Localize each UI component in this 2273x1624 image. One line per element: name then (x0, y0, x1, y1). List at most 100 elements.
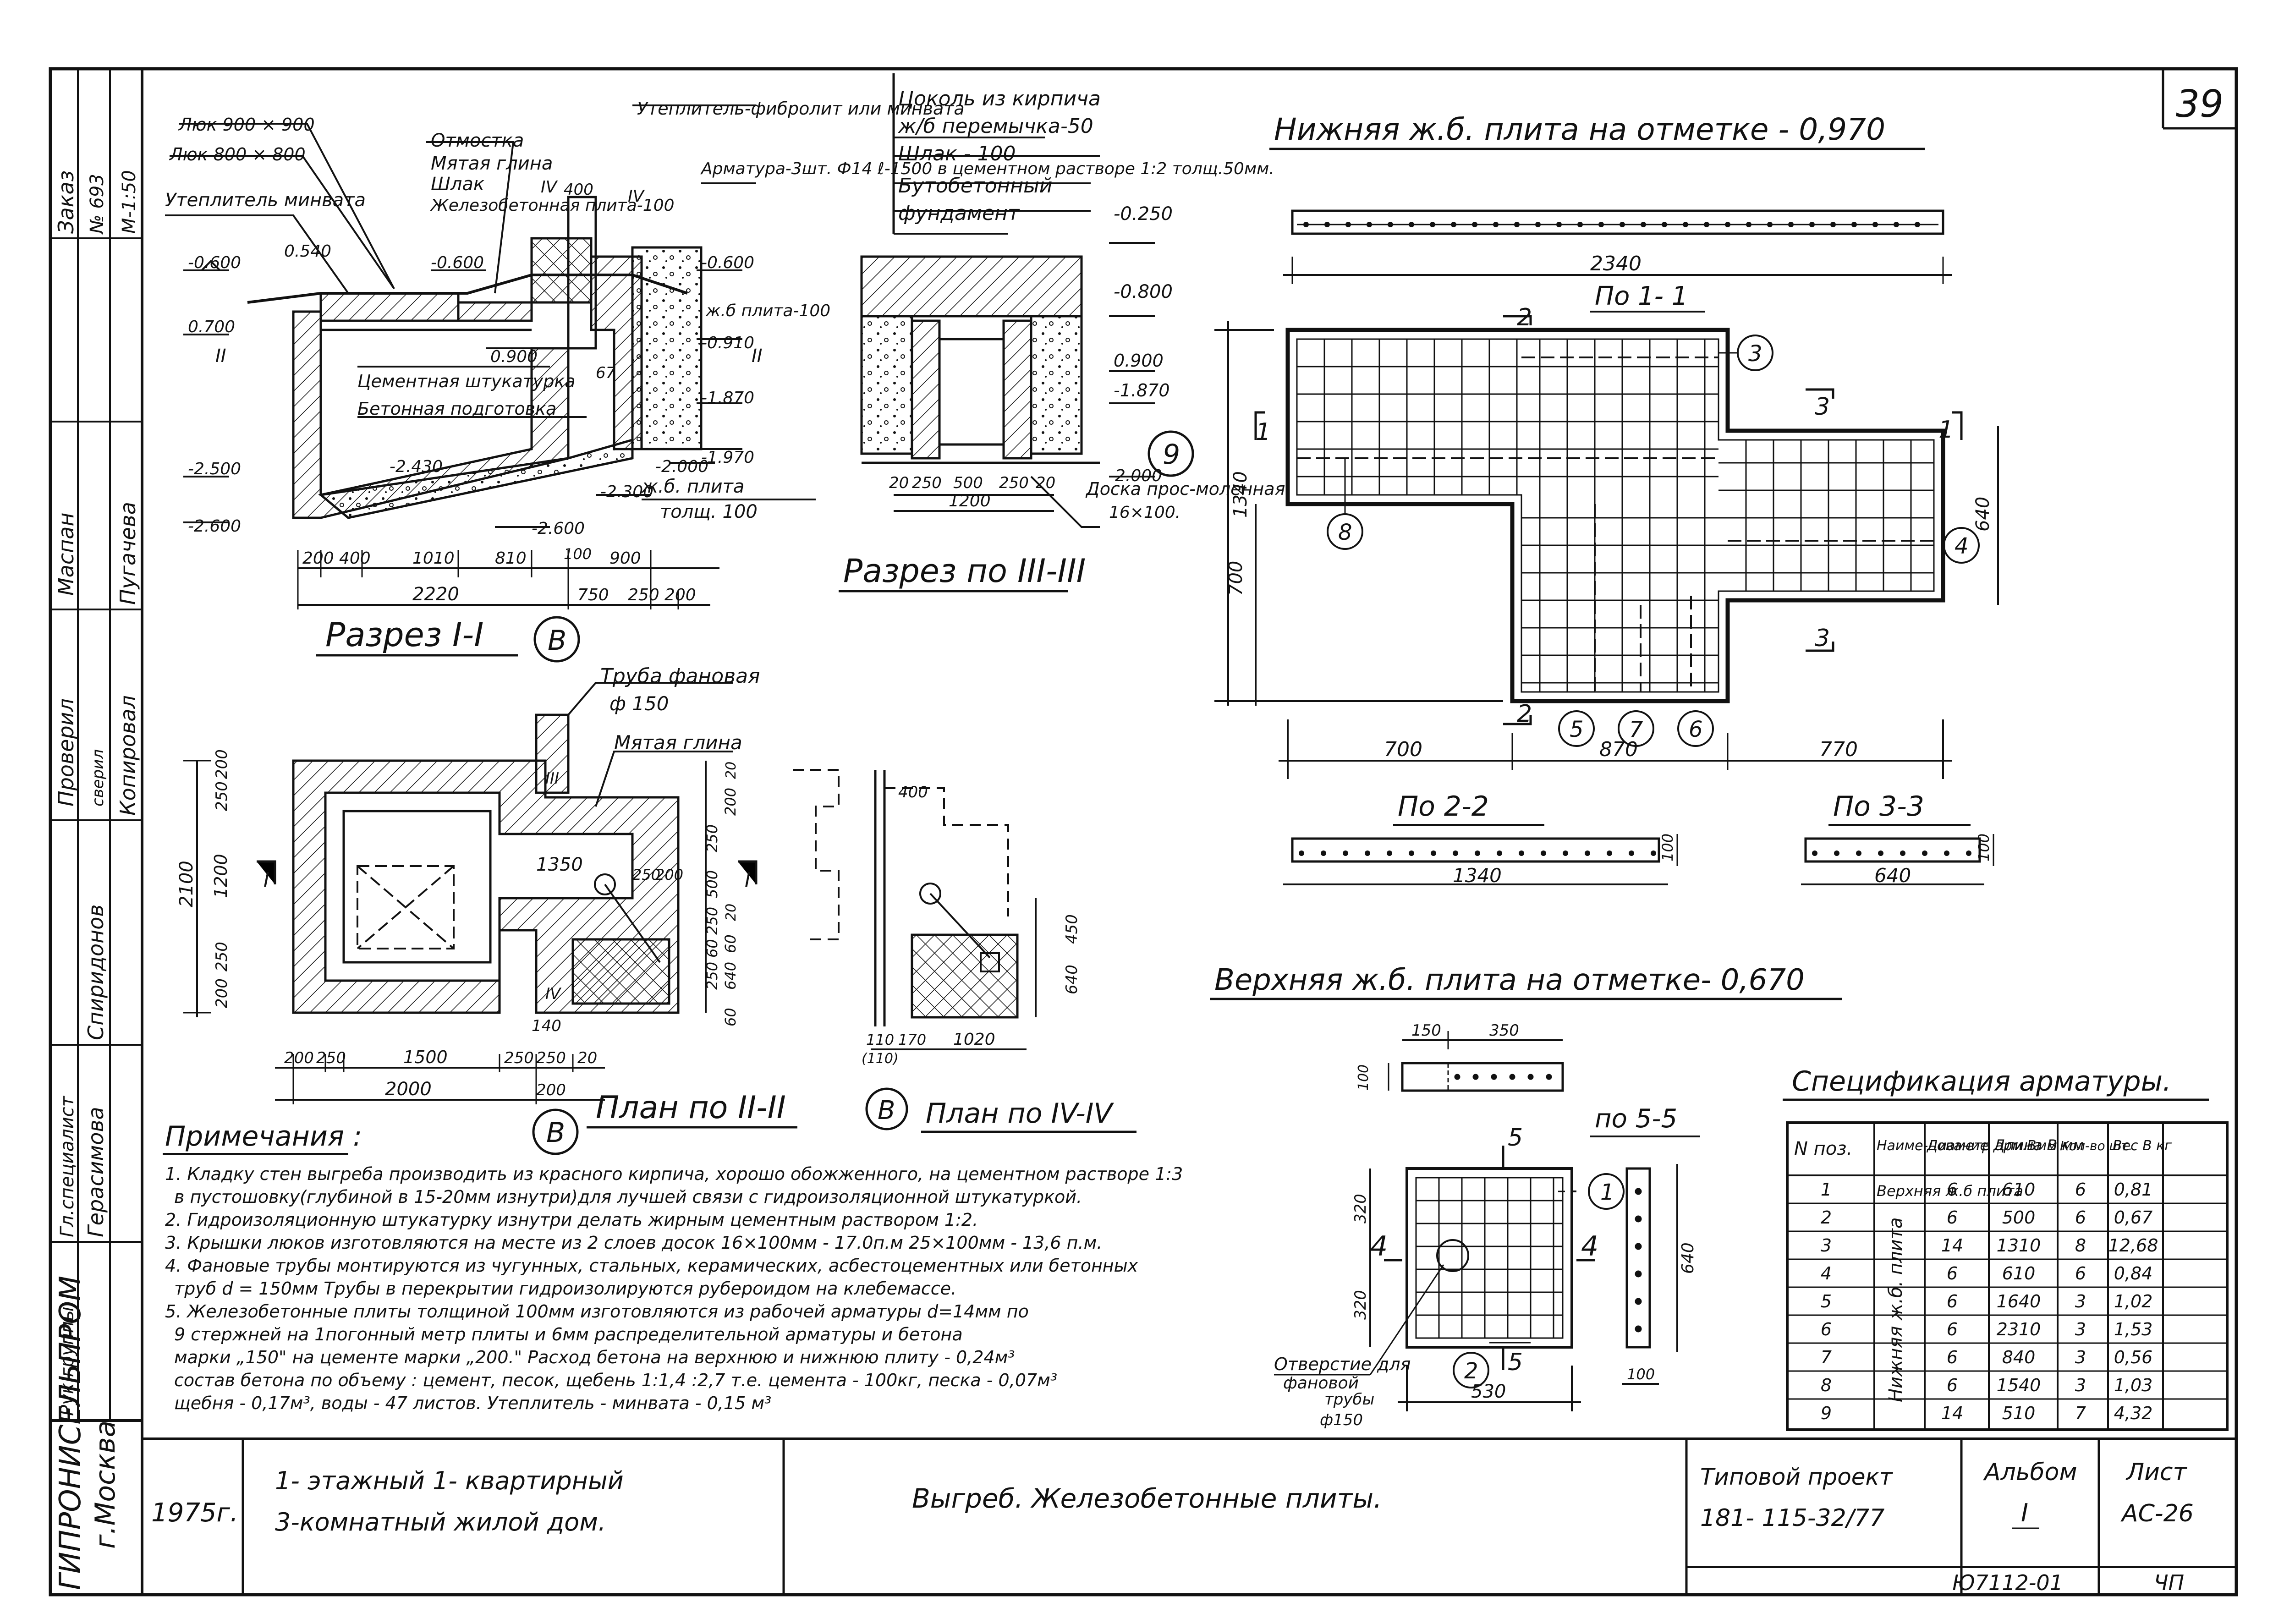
spec-cell: 1,53 (2114, 1319, 2153, 1339)
spec-cell: 0,81 (2114, 1180, 2153, 1200)
spec-cell: 3 (2075, 1347, 2086, 1367)
s1-dim-11: 67 (596, 364, 616, 382)
ts-po55-dim: 640 (1679, 1242, 1697, 1274)
spec-cell: 3 (2075, 1319, 2086, 1339)
s3-circle: 9 (1163, 439, 1180, 471)
s1-elev-11: -2.000 (655, 457, 708, 476)
rebar-dot (1834, 850, 1839, 856)
bs-dim-2: 640 (1972, 497, 1993, 532)
p2-dim-l4: 200 (213, 978, 231, 1008)
title-block (142, 1437, 2236, 1595)
p4-dim-2: 640 (1063, 965, 1081, 994)
plan-4-4 (793, 769, 1037, 1050)
rebar-dot (1607, 850, 1612, 856)
bs-dim-0: 1340 (1230, 471, 1251, 518)
note-line: щебня - 0,17м³, воды - 47 листов. Утепли… (174, 1393, 771, 1413)
bs-dim-4: 870 (1599, 738, 1638, 761)
p2-dim-r6: 60 (722, 934, 739, 953)
spec-cell: 0,56 (2114, 1347, 2153, 1367)
rebar-dot (1585, 850, 1590, 856)
s1-elev-10: -2.430 (390, 457, 443, 476)
rebar-dot (1519, 850, 1524, 856)
s3-elev-4: -2.000 (1109, 466, 1162, 485)
spec-cell: 840 (2002, 1347, 2036, 1367)
bs-dim-1: 700 (1225, 561, 1246, 596)
ts-dim-side: 100 (1356, 1064, 1372, 1091)
spec-cell: 7 (1821, 1347, 1832, 1367)
s3-dim-0: 20 (889, 474, 909, 492)
s3-label-5: Доска прос-моленная (1085, 479, 1285, 499)
spec-cell: 3 (2075, 1291, 2086, 1311)
note-line: 5. Железобетонные плиты толщиной 100мм и… (165, 1301, 1029, 1322)
spec-cell: 500 (2002, 1207, 2036, 1228)
s1-slag: Шлак (431, 174, 484, 195)
note-line: 3. Крышки люков изготовляются на месте и… (165, 1233, 1102, 1253)
rebar-dot (1299, 850, 1304, 856)
ts-dim-top-0: 150 (1411, 1021, 1441, 1040)
spec-table (1786, 1121, 2229, 1431)
s1-marker-iv-right: IV (628, 187, 645, 206)
s1-plaster: Цементная штукатурка (357, 371, 576, 391)
p4-circle: В (878, 1096, 895, 1125)
tb-album-label: Альбом (1983, 1459, 2077, 1486)
ts-hole-0: Отверстие для (1274, 1354, 1411, 1374)
rebar-dot (1812, 850, 1817, 856)
rebar-dot (1409, 850, 1414, 856)
side-ruk-group: Рук.группы (57, 1306, 78, 1416)
stamp-bottom2: ЧП (2154, 1570, 2184, 1595)
s1-dim-10: 400 (564, 181, 593, 199)
note-line: 1. Кладку стен выгреба производить из кр… (165, 1164, 1183, 1184)
spec-cell: 3 (1821, 1235, 1832, 1256)
side-gerasimova: Герасимова (83, 1107, 108, 1237)
s1-dim-5: 900 (609, 549, 641, 568)
rebar-dot (1343, 850, 1348, 856)
sheet-frame (49, 67, 2238, 1597)
s1-elev-7: -1.870 (701, 389, 754, 407)
bs-dim-5: 770 (1819, 738, 1858, 761)
rebar-dot (1922, 850, 1927, 856)
spec-h4: Кол-во шт. (2060, 1138, 2132, 1153)
tb-project-no: 181- 115-32/77 (1700, 1504, 1884, 1532)
stamp-bottom: Ю7112-01 (1952, 1570, 2063, 1595)
ts-dim-bottom: 530 (1471, 1381, 1506, 1402)
sheet-number: 39 (2176, 82, 2224, 126)
spec-cell: 14 (1941, 1403, 1963, 1423)
ts-dim-left-0: 320 (1351, 1194, 1370, 1223)
s1-concrete-prep: Бетонная подготовка (357, 399, 556, 419)
rebar-dot (1365, 850, 1370, 856)
ts-marker-5t: 5 (1508, 1124, 1523, 1152)
spec-cell: 6 (1947, 1347, 1958, 1367)
top-slab-title: Верхняя ж.б. плита на отметке- 0,670 (1214, 963, 1805, 997)
spec-cell: 610 (2002, 1263, 2036, 1284)
s3-title: Разрез по III-III (843, 552, 1086, 590)
bs-po33-dim: 640 (1874, 864, 1911, 887)
p2-dim-i3: 140 (532, 1017, 561, 1035)
p2-dim-b2: 1500 (403, 1047, 448, 1067)
plan-2-2 (183, 682, 758, 1104)
note-line: 4. Фановые трубы монтируются из чугунных… (165, 1256, 1138, 1276)
s1-elev-6: -0.910 (701, 334, 754, 352)
spec-h0: N поз. (1794, 1138, 1852, 1159)
p2-dim-r1: 250 (703, 824, 721, 852)
spec-cell: 6 (1947, 1319, 1958, 1339)
s3-label-1: ж/б перемычка-50 (898, 115, 1093, 138)
section-1-1 (165, 104, 816, 609)
s1-insulation: Утеплитель минвата (165, 190, 366, 211)
side-order: Заказ (54, 170, 78, 234)
spec-cell: 6 (1947, 1207, 1958, 1228)
s1-dim-6: 2220 (412, 584, 459, 605)
bs-po33-h: 100 (1975, 834, 1993, 861)
s1-elev-2: -0.600 (431, 253, 484, 272)
s3-label-3: Бутобетонный (898, 174, 1052, 198)
side-copied: Копировал (115, 695, 140, 816)
spec-cell: 0,84 (2114, 1263, 2153, 1284)
rebar-dot (1541, 850, 1546, 856)
spec-cell: 2310 (1997, 1319, 2041, 1339)
bs-pos-4: 4 (1955, 533, 1969, 559)
note-line: 9 стержней на 1погонный метр плиты и 6мм… (174, 1324, 963, 1344)
s1-dim-4: 100 (564, 545, 592, 563)
p4-dim-6: (110) (862, 1051, 899, 1067)
p2-label-dia: ф 150 (609, 692, 669, 715)
side-pugacheva: Пугачева (115, 502, 140, 605)
